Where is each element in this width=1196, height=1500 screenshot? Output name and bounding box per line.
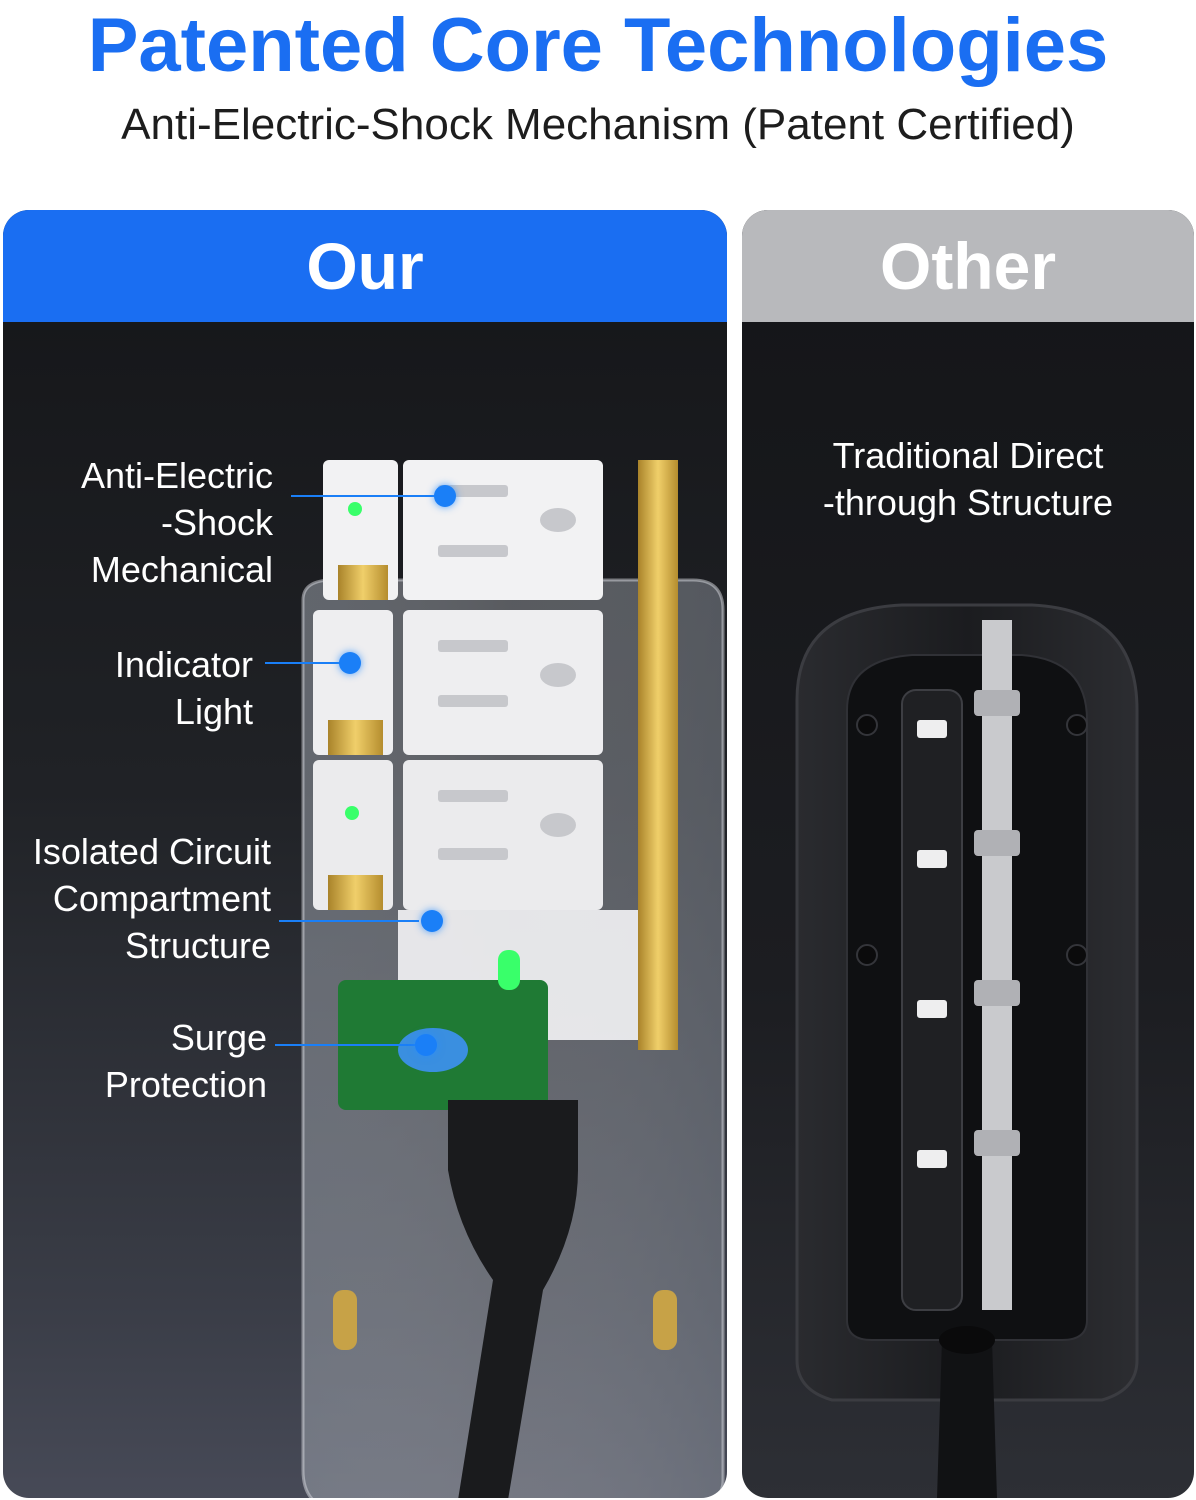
leader-anti-electric-shock (291, 495, 439, 497)
marker-anti-electric-shock (434, 485, 456, 507)
callout-indicator-light-line-1: Indicator (114, 644, 253, 685)
leader-indicator-light (265, 662, 345, 664)
callout-isolated-circuit-line-1: Isolated Circuit (32, 831, 271, 872)
page-subtitle: Anti-Electric-Shock Mechanism (Patent Ce… (121, 100, 1075, 149)
leader-surge-protection (275, 1044, 415, 1046)
callout-isolated-circuit: Isolated Circuit Compartment Structure (33, 828, 271, 969)
other-panel: Other Traditional Direct -through Struct… (742, 210, 1194, 1498)
callout-anti-electric-shock-line-2: -Shock (160, 502, 273, 543)
page-title: Patented Core Technologies (87, 3, 1109, 88)
callout-surge-protection: Surge Protection (105, 1014, 267, 1108)
marker-isolated-circuit (421, 910, 443, 932)
callout-indicator-light: Indicator Light (115, 641, 253, 735)
callout-isolated-circuit-line-2: Compartment (52, 878, 271, 919)
other-caption-line-1: Traditional Direct (832, 435, 1104, 476)
other-caption-line-2: -through Structure (822, 482, 1114, 523)
callout-anti-electric-shock-line-1: Anti-Electric (80, 455, 273, 496)
callout-anti-electric-shock: Anti-Electric -Shock Mechanical (81, 452, 273, 593)
callout-surge-protection-line-2: Protection (104, 1064, 267, 1105)
callout-anti-electric-shock-line-3: Mechanical (90, 549, 273, 590)
our-panel-header: Our (3, 210, 727, 322)
leader-isolated-circuit (279, 920, 419, 922)
marker-surge-protection (415, 1034, 437, 1056)
other-panel-header: Other (742, 210, 1194, 322)
traditional-power-strip-illustration (795, 603, 1139, 1498)
callout-indicator-light-line-2: Light (174, 691, 253, 732)
callout-surge-protection-line-1: Surge (170, 1017, 267, 1058)
other-caption: Traditional Direct -through Structure (742, 432, 1194, 526)
callout-isolated-circuit-line-3: Structure (124, 925, 271, 966)
our-panel: Our (3, 210, 727, 1498)
transparent-power-strip-illustration (301, 460, 725, 1498)
marker-indicator-light (339, 652, 361, 674)
